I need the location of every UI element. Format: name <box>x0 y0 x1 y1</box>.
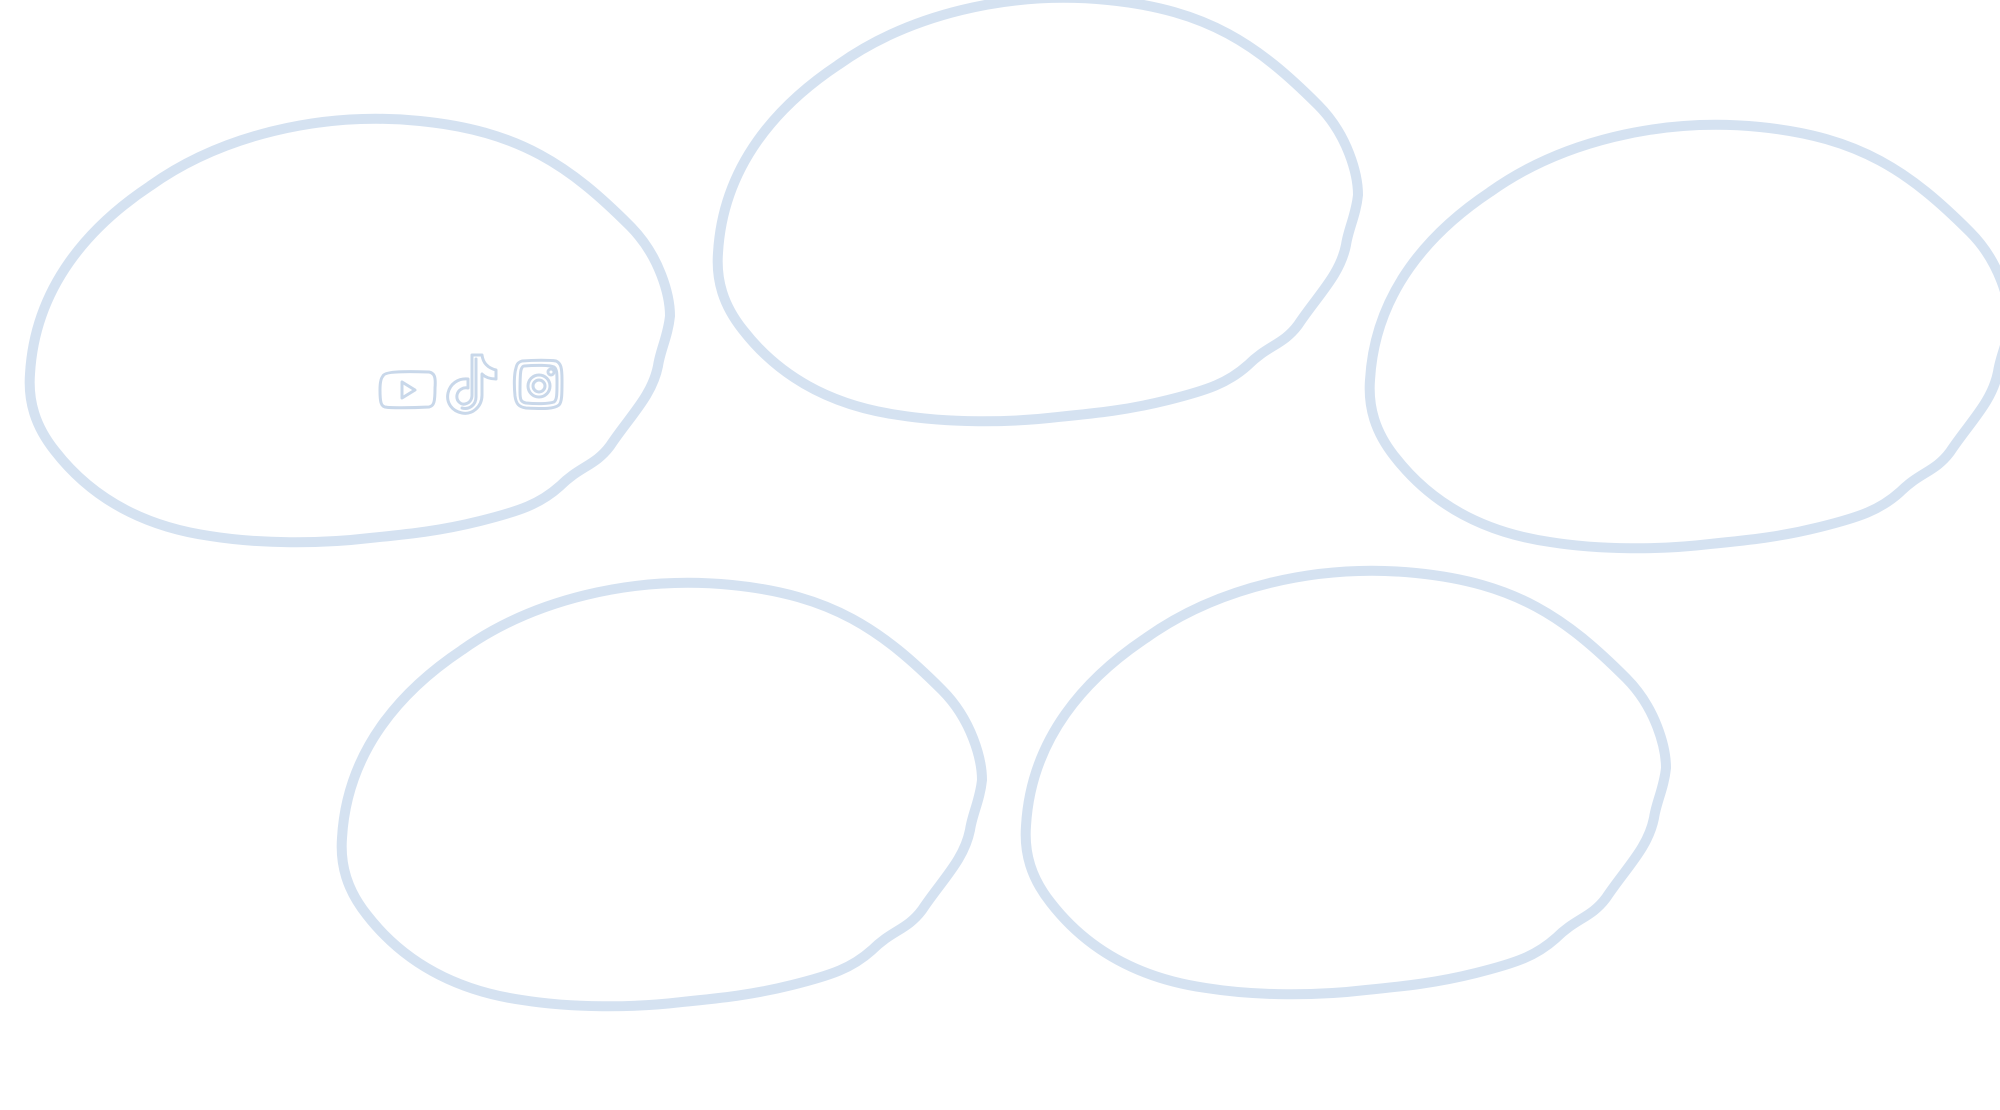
social-icons-group <box>378 353 564 415</box>
blob-shape-5 <box>1026 571 1666 994</box>
tiktok-icon[interactable] <box>446 353 498 415</box>
instagram-icon[interactable] <box>512 358 564 411</box>
youtube-icon[interactable] <box>378 370 437 410</box>
blob-shape-3 <box>1370 125 2000 548</box>
blob-shape-4 <box>342 583 982 1006</box>
blob-shape-2 <box>718 0 1358 421</box>
blob-shape-1 <box>30 119 670 542</box>
